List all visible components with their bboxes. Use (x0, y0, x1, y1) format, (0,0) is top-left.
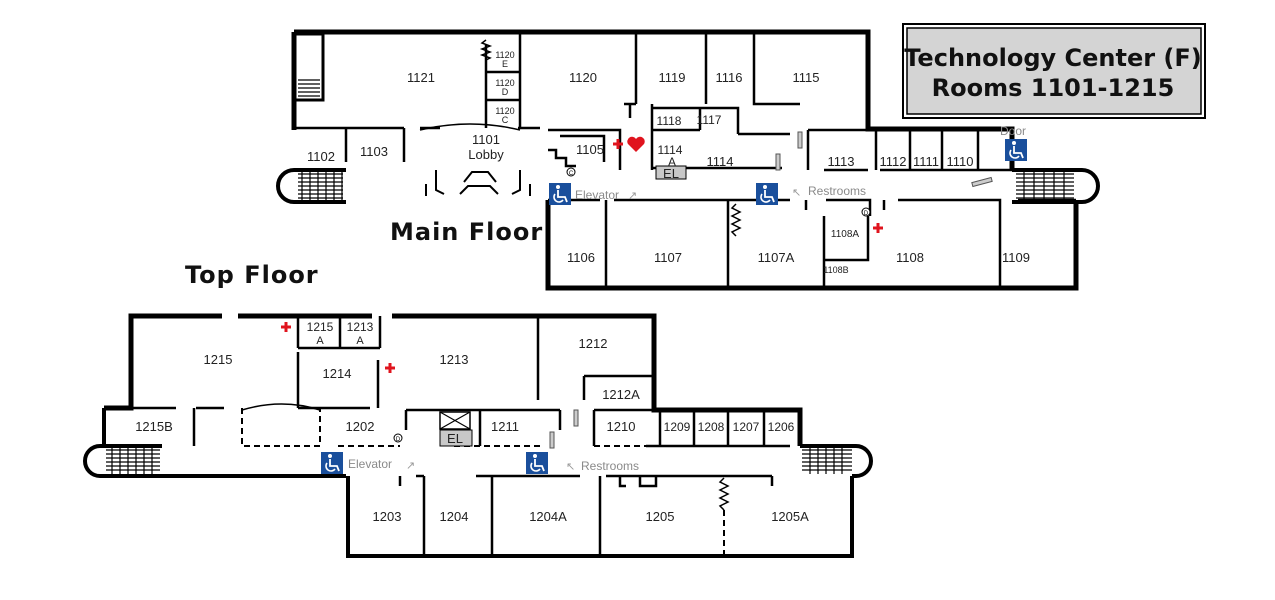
main-floor-labels: 1121 1120 1120 E 1120 D 1120 C 1119 1116… (307, 50, 1030, 275)
copier-letter: C (569, 171, 574, 177)
elevator-label-top: Elevator (348, 457, 392, 471)
drinking-fountain-icon (393, 433, 403, 443)
room-1207: 1207 (733, 420, 760, 434)
room-1103: 1103 (360, 144, 388, 159)
room-1120d: 1120 (495, 78, 514, 88)
arrow-icon: ↖ (566, 461, 575, 473)
room-1205a: 1205A (771, 509, 809, 524)
room-1106: 1106 (567, 250, 595, 265)
room-1214: 1214 (323, 366, 352, 381)
room-1206: 1206 (768, 420, 795, 434)
room-1112: 1112 (880, 154, 907, 169)
room-1120: 1120 (569, 70, 597, 85)
room-1118: 1118 (657, 114, 682, 128)
fountain-letter: D (396, 437, 401, 443)
room-1205: 1205 (646, 509, 675, 524)
room-1215a: 1215 (307, 320, 334, 334)
elevator-main-label: EL (663, 166, 679, 181)
room-1120c: 1120 (495, 106, 514, 116)
drinking-fountain-icon (861, 207, 871, 217)
arrow-icon: ↖ (792, 187, 801, 199)
room-1115: 1115 (793, 70, 820, 85)
room-1120e: 1120 (495, 50, 514, 60)
accessible-icon (1005, 139, 1027, 161)
room-1215a-suffix: A (316, 335, 324, 347)
first-aid-icon (873, 223, 883, 233)
room-1215b: 1215B (135, 419, 173, 434)
room-1203: 1203 (373, 509, 402, 524)
title-line-1: Technology Center (F) (904, 44, 1202, 72)
heart-icon (627, 136, 645, 152)
room-1110: 1110 (947, 154, 974, 169)
restrooms-label-top: Restrooms (581, 459, 639, 473)
title-line-2: Rooms 1101-1215 (932, 74, 1175, 102)
room-1109: 1109 (1002, 250, 1030, 265)
arrow-icon: ↗ (406, 460, 415, 472)
room-1114: 1114 (707, 154, 734, 169)
lobby-label: Lobby (468, 147, 504, 162)
top-floor-symbols: Elevator ↗ ↖ Restrooms D (281, 322, 639, 474)
main-floor-plan (276, 29, 1100, 291)
room-1120e-suffix: E (502, 59, 508, 69)
room-1102: 1102 (307, 149, 335, 164)
room-1120c-suffix: C (502, 115, 509, 125)
fountain-letter: D (864, 211, 869, 217)
room-1213: 1213 (440, 352, 469, 367)
top-floor-title: Top Floor (185, 261, 319, 289)
main-floor-symbols: Elevator ↗ ↖ Restrooms Door C D (549, 124, 1027, 233)
title-box: Technology Center (F) Rooms 1101-1215 (902, 23, 1206, 119)
elevator-top-label: EL (447, 431, 463, 446)
room-1213a: 1213 (347, 320, 374, 334)
room-1212: 1212 (579, 336, 608, 351)
room-1212a: 1212A (602, 387, 640, 402)
first-aid-icon (613, 139, 623, 149)
room-1209: 1209 (664, 420, 691, 434)
accessible-icon (321, 452, 343, 474)
room-1107a: 1107A (758, 250, 795, 265)
room-1119: 1119 (659, 70, 686, 85)
accessible-icon (549, 183, 571, 205)
room-1204a: 1204A (529, 509, 567, 524)
main-floor-title: Main Floor (390, 218, 543, 246)
room-1202: 1202 (346, 419, 375, 434)
room-1204: 1204 (440, 509, 469, 524)
room-1114a-suffix: A (668, 155, 676, 169)
first-aid-icon (281, 322, 291, 332)
room-1105: 1105 (576, 142, 604, 157)
top-floor-labels: Top Floor 1215 1215 A 1213 A 1213 1212 1… (135, 261, 809, 524)
room-1211: 1211 (491, 419, 519, 434)
room-1114a: 1114 (658, 143, 683, 157)
room-1210: 1210 (607, 419, 636, 434)
room-1111: 1111 (913, 154, 939, 169)
elevator-label-main: Elevator (575, 188, 619, 202)
room-1121: 1121 (407, 70, 435, 85)
room-1108b: 1108B (823, 265, 848, 275)
room-1108: 1108 (896, 250, 924, 265)
room-1208: 1208 (698, 420, 725, 434)
room-1117: 1117 (697, 113, 722, 127)
room-1213a-suffix: A (356, 335, 364, 347)
room-1215: 1215 (204, 352, 233, 367)
room-1108a: 1108A (831, 229, 860, 240)
door-label: Door (1000, 124, 1026, 138)
room-1107: 1107 (654, 250, 682, 265)
restrooms-label-main: Restrooms (808, 184, 866, 198)
first-aid-icon (385, 363, 395, 373)
room-1113: 1113 (828, 154, 855, 169)
copier-icon (566, 167, 576, 177)
top-floor-plan (83, 313, 873, 558)
accessible-icon (526, 452, 548, 474)
arrow-icon: ↗ (628, 190, 637, 202)
room-1116: 1116 (716, 70, 743, 85)
room-1120d-suffix: D (502, 87, 509, 97)
accessible-icon (756, 183, 778, 205)
room-1101: 1101 (472, 132, 500, 147)
